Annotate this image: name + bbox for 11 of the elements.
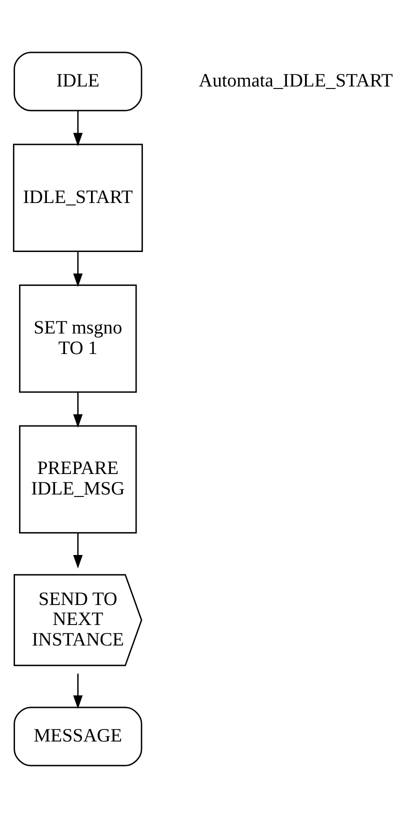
label: Automata_IDLE_START — [198, 70, 393, 92]
node-box: IDLE_START — [12, 144, 143, 252]
arrow — [73, 532, 83, 569]
arrow — [73, 392, 83, 428]
arrow — [73, 251, 83, 288]
node-box: MESSAGE — [14, 706, 142, 766]
node-box: SET msgno TO 1 — [19, 284, 137, 393]
arrow — [73, 110, 83, 146]
arrow — [73, 674, 83, 709]
node-box: IDLE — [14, 52, 142, 112]
node-box: PREPARE IDLE_MSG — [19, 425, 137, 534]
